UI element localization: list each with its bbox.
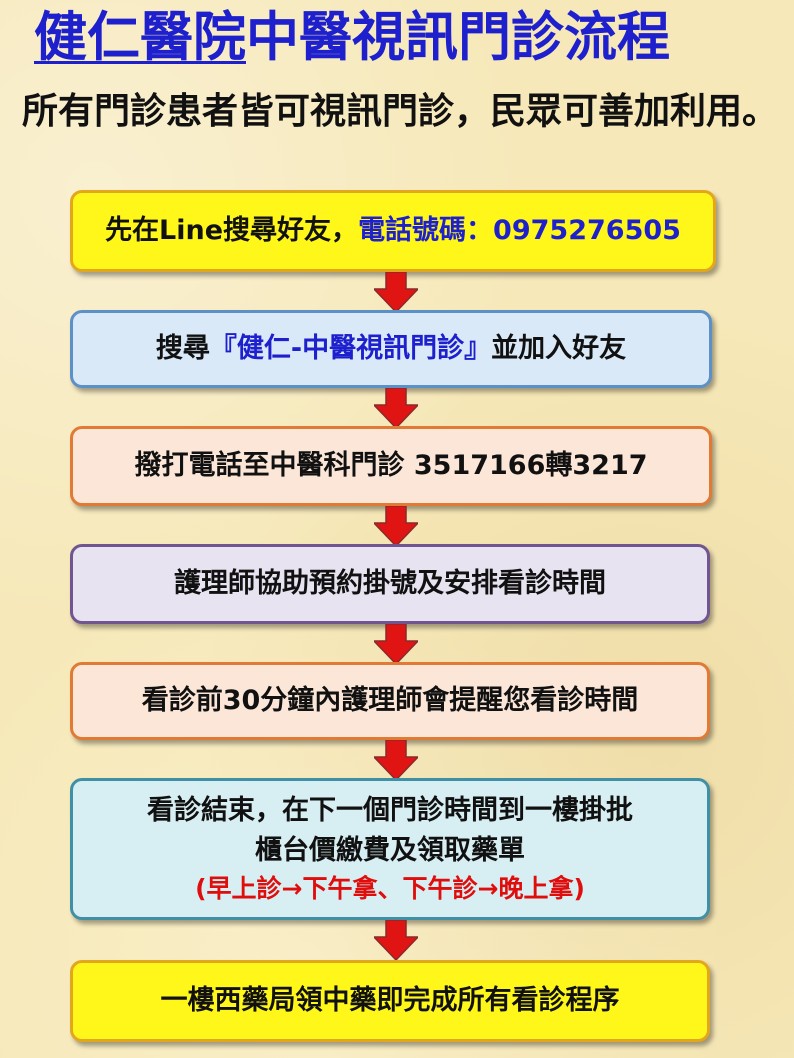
subtitle-notice: 所有門診患者皆可視訊門診，民眾可善加利用。 (22, 91, 779, 132)
arrow-down-icon (374, 388, 418, 428)
step-4-text: 護理師協助預約掛號及安排看診時間 (174, 568, 606, 599)
step-2-text: 搜尋『健仁-中醫視訊門診』並加入好友 (156, 329, 626, 369)
arrow-down-icon (374, 740, 418, 780)
arrow-down-icon (374, 920, 418, 960)
step-2-prefix: 搜尋 (155, 333, 210, 364)
step-6-line2: 櫃台價繳費及領取藥單 (255, 835, 525, 866)
step-1-prefix: 先在Line搜尋好友， (105, 215, 359, 246)
step-3-text: 撥打電話至中醫科門診 3517166轉3217 (134, 450, 648, 481)
step-2-box: 搜尋『健仁-中醫視訊門診』並加入好友 (70, 310, 712, 388)
step-4-box: 護理師協助預約掛號及安排看診時間 (70, 544, 710, 624)
step-6-line1: 看診結束，在下一個門診時間到一樓掛批 (147, 795, 633, 826)
arrow-down-icon (374, 272, 418, 312)
step-1-text: 先在Line搜尋好友，電話號碼：0975276505 (105, 211, 681, 251)
hospital-name: 健仁醫院 (34, 7, 246, 68)
arrow-down-icon (374, 506, 418, 546)
step-1-phone: 電話號碼：0975276505 (358, 215, 681, 246)
step-5-box: 看診前30分鐘內護理師會提醒您看診時間 (70, 662, 710, 740)
arrow-down-icon (374, 624, 418, 664)
step-6-note: (早上診→下午拿、下午診→晚上拿) (195, 874, 585, 903)
step-7-text: 一樓西藥局領中藥即完成所有看診程序 (160, 985, 620, 1016)
step-7-box: 一樓西藥局領中藥即完成所有看診程序 (70, 960, 710, 1042)
title-rest: 中醫視訊門診流程 (246, 7, 670, 68)
step-2-suffix: 並加入好友 (491, 333, 627, 364)
step-2-account: 『健仁-中醫視訊門診』 (209, 333, 492, 364)
step-3-box: 撥打電話至中醫科門診 3517166轉3217 (70, 426, 712, 506)
step-6-box: 看診結束，在下一個門診時間到一樓掛批 櫃台價繳費及領取藥單 (早上診→下午拿、下… (70, 778, 710, 920)
step-5-text: 看診前30分鐘內護理師會提醒您看診時間 (141, 685, 639, 716)
page-title: 健仁醫院中醫視訊門診流程 (34, 2, 784, 74)
step-1-box: 先在Line搜尋好友，電話號碼：0975276505 (70, 190, 716, 272)
